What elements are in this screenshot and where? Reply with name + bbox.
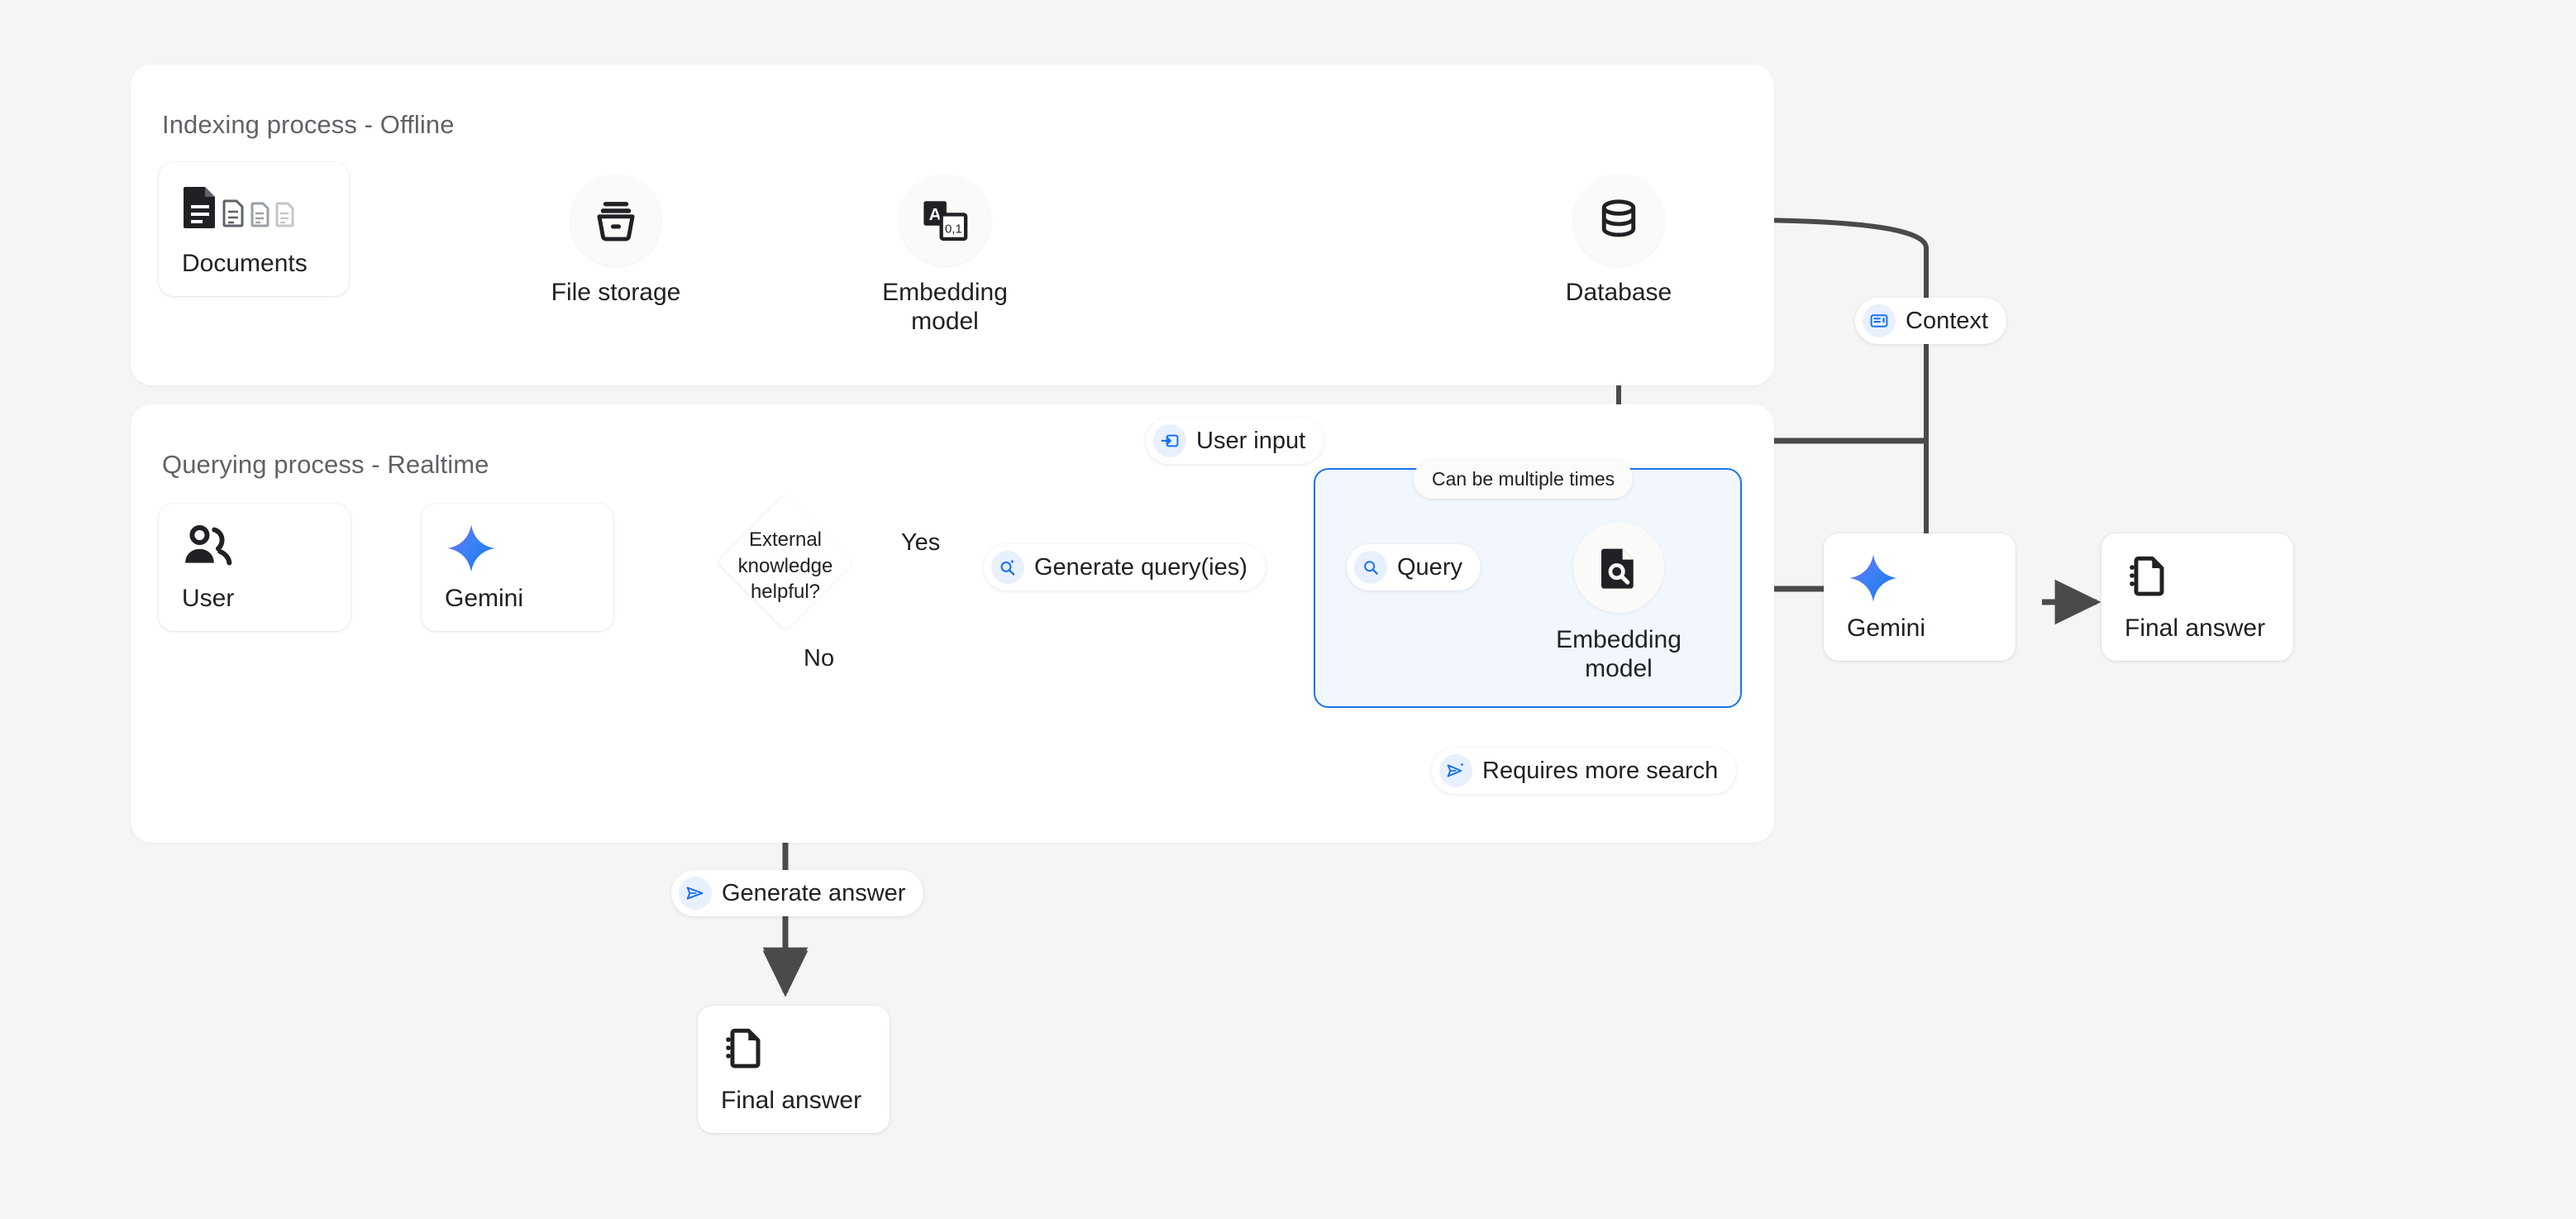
node-final-answer-right-label: Final answer — [2125, 614, 2266, 642]
badge-requires-more-search-label: Requires more search — [1482, 757, 1719, 784]
node-final-answer-bottom[interactable]: Final answer — [698, 1006, 890, 1133]
node-user-label: User — [182, 585, 235, 612]
search-spark-icon — [991, 551, 1024, 584]
node-gemini-answer-label: Gemini — [1847, 614, 1926, 642]
send-icon — [679, 877, 712, 910]
file-storage-icon-wrap — [570, 174, 661, 265]
translate-embed-icon: A 0,1 — [923, 201, 968, 241]
login-arrow-icon — [1153, 424, 1186, 457]
search-icon — [1354, 551, 1387, 584]
doc-search-icon-wrap — [1573, 522, 1664, 613]
edge-label-yes: Yes — [901, 529, 941, 556]
database-icon-wrap — [1573, 174, 1664, 265]
node-gemini-router-label: Gemini — [445, 585, 524, 612]
badge-context-label: Context — [1906, 307, 1988, 334]
svg-text:A: A — [929, 205, 942, 224]
doc-search-icon — [1601, 548, 1634, 589]
badge-generate-queries-label: Generate query(ies) — [1034, 553, 1247, 581]
node-documents-label: Documents — [182, 250, 308, 277]
documents-icon — [182, 184, 306, 236]
node-final-answer-bottom-label: Final answer — [721, 1087, 862, 1114]
translate-embed-icon-wrap: A 0,1 — [899, 174, 990, 265]
badge-context[interactable]: Context — [1855, 298, 2006, 344]
answer-doc-icon — [2125, 553, 2169, 602]
node-embedding-model-query-label: Embedding model — [1556, 626, 1682, 682]
gemini-spark-icon — [445, 522, 498, 579]
badge-generate-answer-label: Generate answer — [722, 879, 906, 906]
node-gemini-router[interactable]: Gemini — [422, 504, 613, 631]
panel-indexing-title: Indexing process - Offline — [162, 110, 455, 139]
edge-label-no: No — [804, 645, 835, 672]
badge-query[interactable]: Query — [1347, 544, 1481, 590]
decision-text: External knowledge helpful? — [737, 528, 833, 604]
answer-doc-icon — [721, 1025, 766, 1074]
decision-external-knowledge[interactable]: External knowledge helpful? — [707, 494, 864, 631]
badge-loop-note: Can be multiple times — [1414, 459, 1634, 499]
node-final-answer-right[interactable]: Final answer — [2101, 533, 2293, 661]
badge-requires-more-search[interactable]: Requires more search — [1432, 748, 1737, 794]
node-gemini-answer[interactable]: Gemini — [1824, 533, 2015, 661]
svg-text:0,1: 0,1 — [945, 222, 962, 236]
node-embedding-model-indexing-label: Embedding model — [882, 279, 1008, 335]
badge-generate-queries[interactable]: Generate query(ies) — [984, 544, 1266, 590]
panel-querying-title: Querying process - Realtime — [162, 450, 489, 479]
context-panel-icon — [1863, 304, 1896, 337]
node-embedding-model-query[interactable]: Embedding model — [1556, 522, 1682, 682]
node-user[interactable]: User — [159, 504, 351, 631]
badge-loop-note-label: Can be multiple times — [1432, 467, 1615, 490]
users-icon — [182, 525, 233, 572]
node-file-storage[interactable]: File storage — [551, 174, 680, 306]
database-icon — [1601, 199, 1636, 237]
gemini-spark-icon — [1847, 552, 1900, 609]
badge-user-input-label: User input — [1196, 427, 1306, 454]
badge-generate-answer[interactable]: Generate answer — [671, 870, 924, 916]
node-file-storage-label: File storage — [551, 279, 681, 306]
badge-user-input[interactable]: User input — [1146, 418, 1324, 464]
file-storage-icon — [597, 202, 635, 241]
node-database-label: Database — [1565, 279, 1672, 306]
send-spark-icon — [1439, 754, 1472, 787]
node-database[interactable]: Database — [1566, 174, 1672, 306]
node-documents[interactable]: Documents — [159, 162, 349, 296]
badge-query-label: Query — [1397, 553, 1462, 581]
node-embedding-model-indexing[interactable]: A 0,1 Embedding model — [882, 174, 1008, 335]
